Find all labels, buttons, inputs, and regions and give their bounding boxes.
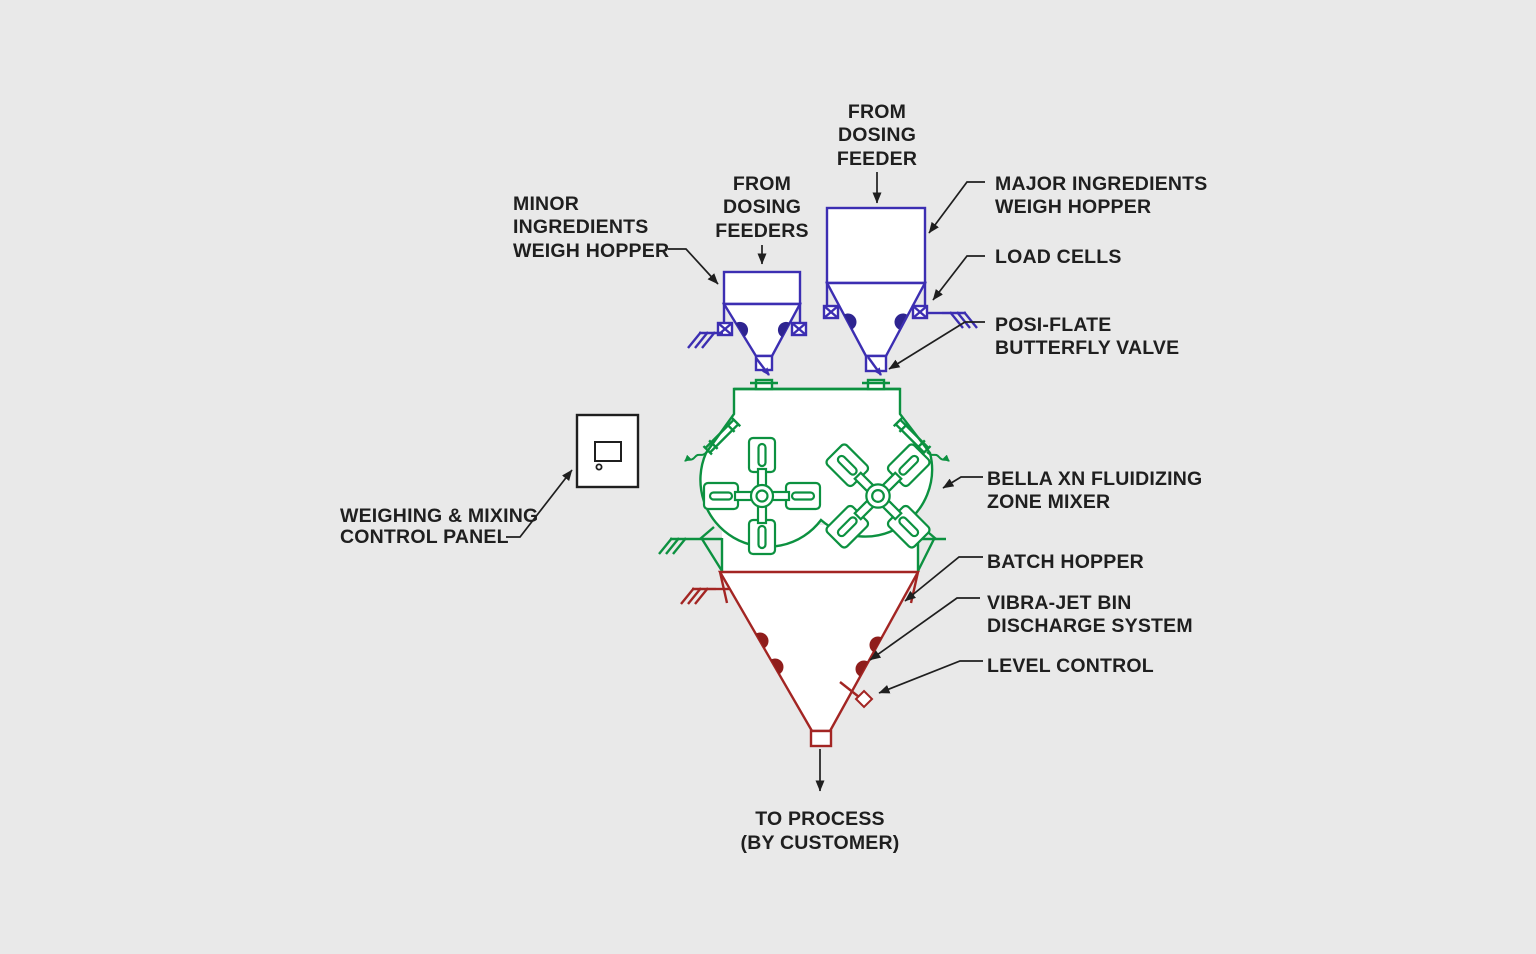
major-weigh-hopper-body (825, 206, 927, 285)
control-panel-button (595, 463, 603, 471)
label-posi-flate: POSI-FLATE (995, 314, 1111, 336)
label-vibra-jet: DISCHARGE SYSTEM (987, 615, 1193, 637)
leader-major-ingredients (928, 181, 985, 234)
label-to-process: (BY CUSTOMER) (741, 832, 900, 854)
label-from-dosing-feeder: FEEDER (837, 148, 917, 170)
load-cell-icon (790, 321, 808, 337)
mixer-inlet-flange-left (754, 378, 774, 391)
label-minor-ingredients: INGREDIENTS (513, 216, 648, 238)
label-major-ingredients: WEIGH HOPPER (995, 196, 1151, 218)
label-to-process: TO PROCESS (755, 808, 885, 830)
label-batch-hopper: BATCH HOPPER (987, 551, 1144, 573)
label-bella-mixer: ZONE MIXER (987, 491, 1110, 513)
leader-minor-ingredients (668, 248, 719, 285)
label-major-ingredients: MAJOR INGREDIENTS (995, 173, 1208, 195)
mixer-support-left-diag1 (699, 526, 715, 540)
label-control-panel: WEIGHING & MIXING (340, 505, 538, 527)
leader-posi-flate (888, 321, 985, 370)
weigh-hoppers (686, 206, 979, 376)
leader-bella-mixer (942, 476, 983, 489)
control-panel (575, 413, 640, 489)
batch-hopper (679, 570, 921, 748)
spray-hose-left (684, 451, 708, 462)
load-cell-icon (911, 304, 929, 320)
label-bella-mixer: BELLA XN FLUIDIZING (987, 468, 1202, 490)
leader-batch-hopper (904, 556, 983, 602)
leader-control-panel (506, 469, 573, 538)
label-from-dosing-feeders: DOSING (723, 196, 801, 218)
batch-hopper-cone (717, 570, 921, 733)
major-weigh-hopper-cone (824, 281, 928, 358)
label-from-dosing-feeder: DOSING (838, 124, 916, 146)
label-posi-flate: BUTTERFLY VALVE (995, 337, 1179, 359)
mixer-support-right-diag2 (916, 538, 936, 572)
minor-weigh-hopper-body (722, 270, 802, 306)
label-level-control: LEVEL CONTROL (987, 655, 1154, 677)
fluidizing-zone-mixer (657, 378, 965, 583)
level-control-sensor (854, 689, 874, 709)
minor-weigh-hopper-cone (721, 302, 803, 358)
ground-symbol-batch-hopper (679, 586, 718, 606)
label-minor-ingredients: MINOR (513, 193, 579, 215)
leader-load-cells (932, 255, 985, 301)
butterfly-valve-icon (755, 357, 770, 376)
control-panel-screen (594, 441, 622, 462)
mixer-support-left-diag2 (700, 538, 724, 572)
label-load-cells: LOAD CELLS (995, 246, 1122, 268)
label-from-dosing-feeders: FEEDERS (715, 220, 809, 242)
label-from-dosing-feeder: FROM (848, 101, 906, 123)
labels: FROM DOSING FEEDER FROM DOSING FEEDERS M… (340, 101, 1208, 854)
mixer-inlet-flange-right (866, 378, 886, 391)
label-from-dosing-feeders: FROM (733, 173, 791, 195)
label-control-panel: CONTROL PANEL (340, 526, 509, 548)
spray-hose-right (926, 451, 950, 462)
butterfly-valve-icon (867, 356, 882, 376)
leader-level-control (878, 660, 983, 694)
ground-symbol-mixer (657, 536, 696, 556)
batch-hopper-skirt-left (718, 571, 729, 604)
level-control-stem (839, 681, 860, 698)
label-minor-ingredients: WEIGH HOPPER (513, 240, 669, 262)
leader-lines (506, 172, 985, 792)
load-cell-icon (822, 304, 840, 320)
leader-vibra-jet (869, 597, 980, 661)
batch-hopper-outlet (809, 729, 833, 748)
label-vibra-jet: VIBRA-JET BIN (987, 592, 1132, 614)
